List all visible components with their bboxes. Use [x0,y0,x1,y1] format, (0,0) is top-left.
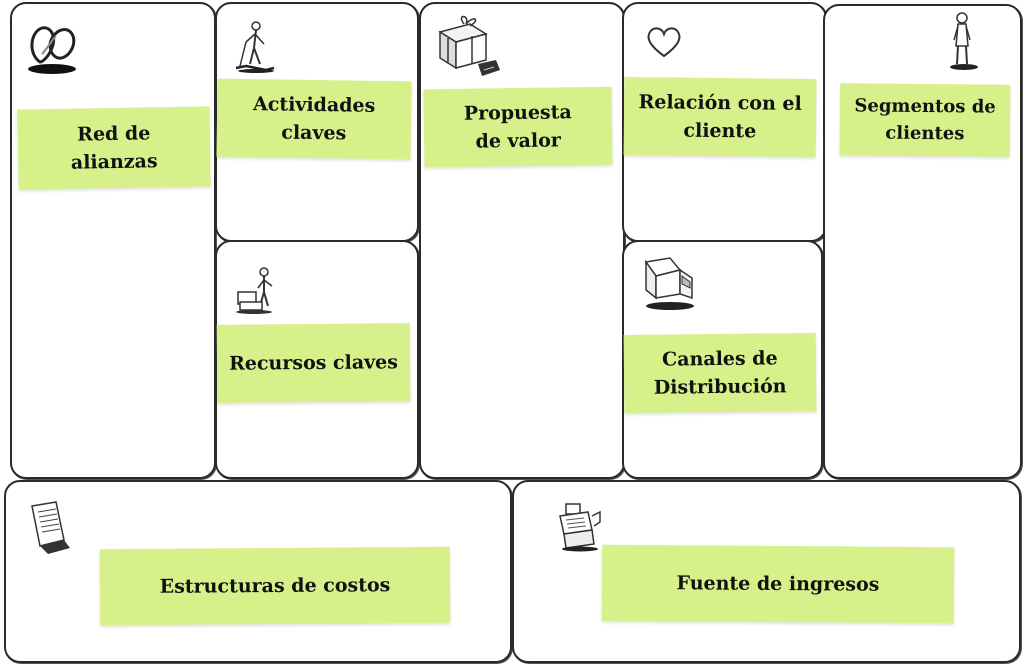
label-customer-relationships-line2: cliente [683,119,757,143]
label-customer-segments-line1: Segmentos de [854,95,996,118]
label-revenue-streams: Fuente de ingresos [601,544,955,624]
label-revenue-streams-line1: Fuente de ingresos [676,572,880,596]
worker-with-boxes-icon [234,266,280,316]
label-customer-relationships: Relación con el cliente [623,76,817,158]
label-channels-line1: Canales de [661,347,778,371]
worker-sweeping-icon [235,20,276,76]
label-key-partners-line1: Red de [76,122,151,146]
block-key-partners [10,2,216,479]
label-channels: Canales de Distribución [623,332,817,414]
chain-links-icon [22,14,82,76]
label-cost-structure-line1: Estructuras de costos [159,574,391,598]
person-standing-icon [944,10,980,72]
label-key-resources: Recursos claves [216,323,411,403]
label-key-resources-line1: Recursos claves [228,351,399,375]
label-key-activities-line2: claves [281,121,347,145]
label-channels-line2: Distribución [653,375,787,399]
label-value-proposition-line1: Propuesta [463,101,572,125]
label-cost-structure: Estructuras de costos [99,546,451,626]
label-customer-segments: Segmentos de clientes [839,83,1011,157]
label-key-activities-line1: Actividades [252,93,376,117]
gift-box-icon [436,14,502,80]
heart-icon [644,22,684,62]
label-customer-relationships-line1: Relación con el [638,91,802,115]
block-value-proposition [419,2,625,479]
label-customer-segments-line2: clientes [885,122,965,145]
receipt-document-icon [22,500,74,554]
delivery-truck-icon [640,254,696,314]
label-key-partners-line2: alianzas [70,150,158,174]
block-customer-segments [823,4,1022,479]
label-value-proposition: Propuesta de valor [423,86,613,168]
label-key-partners: Red de alianzas [17,106,211,190]
label-value-proposition-line2: de valor [475,129,561,153]
label-key-activities: Actividades claves [216,78,412,160]
cash-register-icon [554,500,606,552]
